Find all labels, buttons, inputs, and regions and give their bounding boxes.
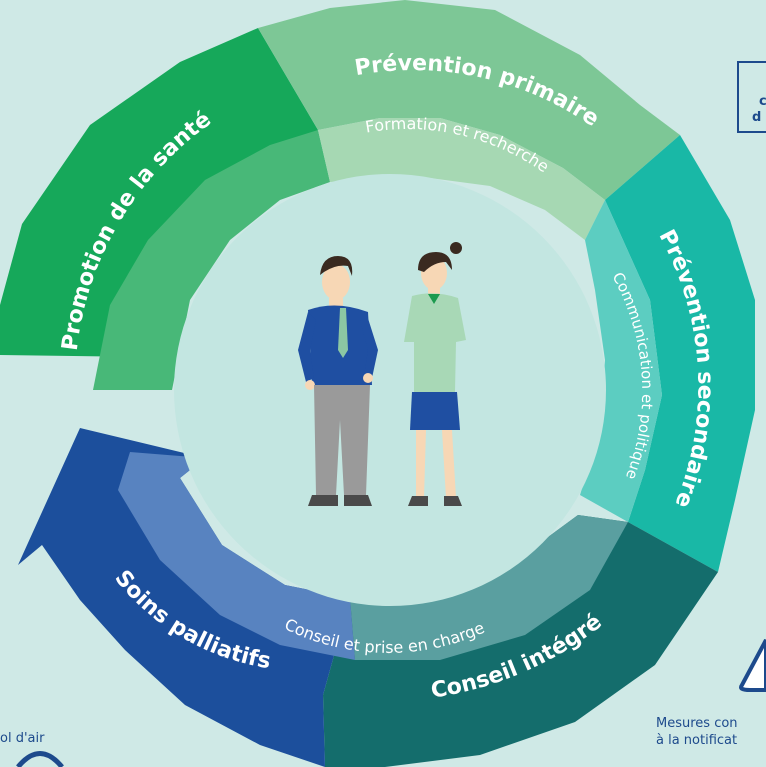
- right-caption-1: Mesures con: [656, 716, 738, 731]
- center-circle: [174, 174, 606, 606]
- segment-prevention-secondaire: [605, 135, 755, 572]
- inner-segment-sante: [93, 130, 330, 390]
- segment-promotion-sante: [0, 28, 318, 357]
- warning-triangle-icon: [739, 639, 766, 692]
- segment-conseil-integre: [323, 515, 718, 767]
- segment-soins-palliatifs: [18, 428, 350, 767]
- right-box-text-2: d: [752, 110, 762, 125]
- inner-segment-formation: [318, 118, 605, 240]
- left-caption: ol d'air: [0, 731, 45, 746]
- woman-figure: [404, 242, 466, 506]
- segment-prevention-primaire: [258, 0, 680, 200]
- right-caption-2: à la notificat: [656, 733, 738, 748]
- left-circle-icon: [16, 751, 64, 767]
- inner-segment-prise-en-charge: [118, 452, 355, 660]
- people-illustration: [298, 242, 466, 506]
- inner-segment-conseil: [350, 515, 628, 660]
- inner-segment-communication: [580, 200, 662, 522]
- right-box-text-1: c: [759, 94, 766, 109]
- man-figure: [298, 256, 378, 506]
- right-info-box: [737, 61, 766, 133]
